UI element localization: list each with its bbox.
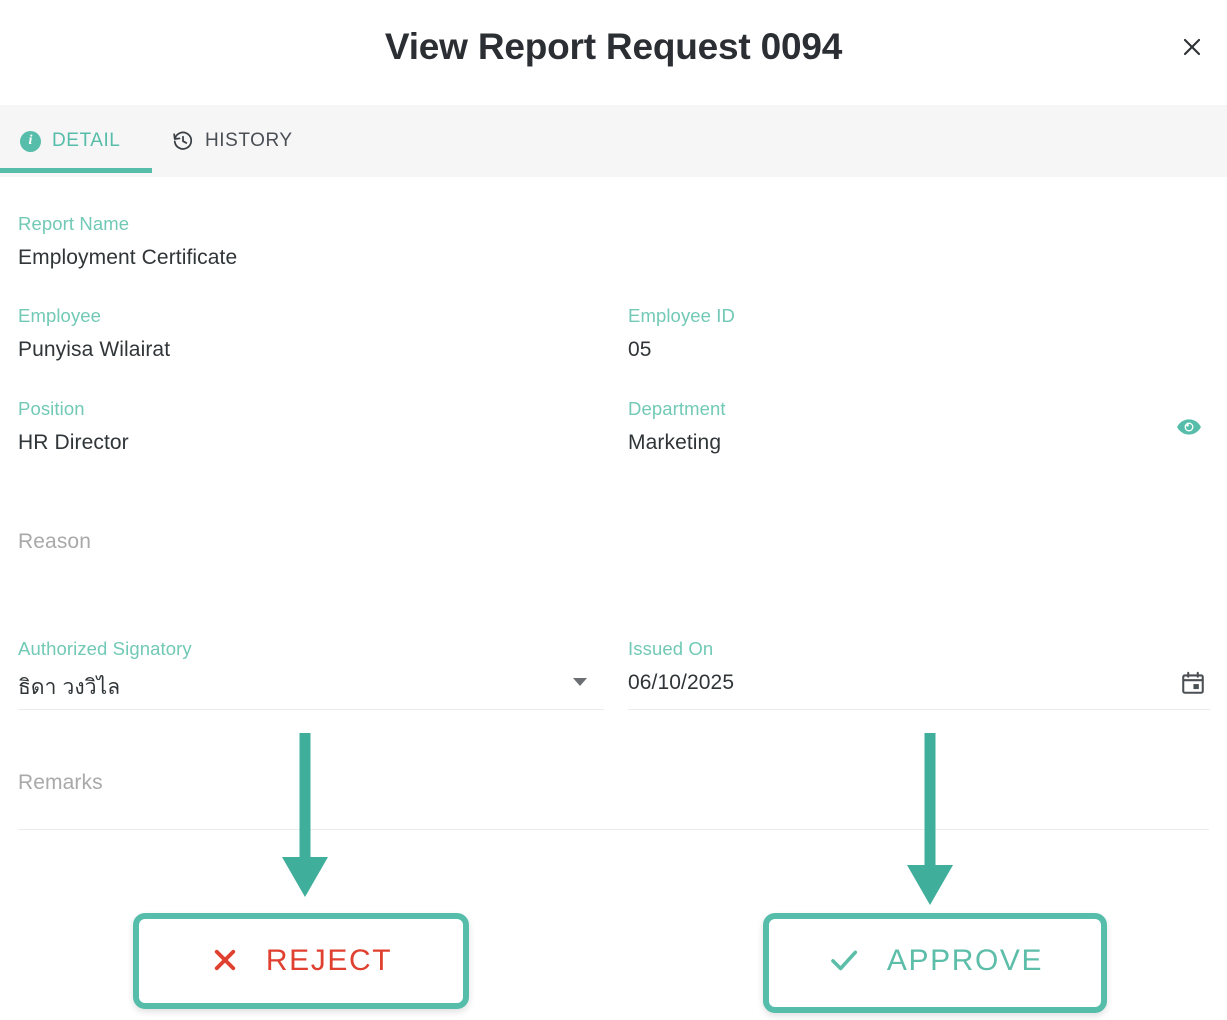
field-value-employee: Punyisa Wilairat <box>18 338 171 361</box>
dialog-header: View Report Request 0094 <box>0 0 1227 105</box>
field-label-department: Department <box>628 398 726 419</box>
field-authorized-signatory[interactable]: Authorized Signatory ธิดา วงวิไล <box>18 638 604 704</box>
approve-button[interactable]: APPROVE <box>770 920 1100 1002</box>
field-employee-id: Employee ID 05 <box>628 305 1210 362</box>
close-icon <box>1180 35 1204 59</box>
approve-button-label: APPROVE <box>886 944 1044 977</box>
field-label-position: Position <box>18 398 85 419</box>
tab-history[interactable]: HISTORY <box>152 105 313 177</box>
field-position: Position HR Director <box>18 398 604 455</box>
field-label-authorized-signatory: Authorized Signatory <box>18 638 192 659</box>
page-title: View Report Request 0094 <box>384 26 843 67</box>
field-employee: Employee Punyisa Wilairat <box>18 305 604 362</box>
field-value-authorized-signatory: ธิดา วงวิไล <box>18 676 121 699</box>
remarks-field-underline <box>18 829 1209 830</box>
issued-on-field-underline <box>628 709 1210 710</box>
field-reason[interactable]: Reason <box>18 530 604 554</box>
tab-bar: i DETAIL HISTORY <box>0 105 1227 177</box>
field-issued-on[interactable]: Issued On 06/10/2025 <box>628 638 1210 695</box>
preview-report-button[interactable] <box>1172 412 1206 446</box>
field-department: Department Marketing <box>628 398 1210 455</box>
tab-history-label: HISTORY <box>205 130 293 151</box>
signatory-field-underline <box>18 709 604 710</box>
field-value-position: HR Director <box>18 431 129 454</box>
field-remarks[interactable]: Remarks <box>18 771 604 795</box>
form-body: Report Name Employment Certificate Emplo… <box>0 177 1227 848</box>
field-placeholder-reason: Reason <box>18 530 91 553</box>
field-value-department: Marketing <box>628 431 722 454</box>
chevron-down-icon[interactable] <box>573 678 587 686</box>
eye-icon <box>1176 414 1202 445</box>
tab-detail[interactable]: i DETAIL <box>0 105 140 177</box>
x-icon <box>210 945 240 978</box>
close-button[interactable] <box>1169 24 1215 70</box>
reject-button[interactable]: REJECT <box>140 920 462 1002</box>
field-value-employee-id: 05 <box>628 338 652 361</box>
active-tab-indicator <box>0 168 152 173</box>
field-value-report-name: Employment Certificate <box>18 246 238 269</box>
tab-detail-label: DETAIL <box>52 130 121 151</box>
field-label-report-name: Report Name <box>18 213 130 234</box>
field-report-name: Report Name Employment Certificate <box>18 213 604 270</box>
reject-button-label: REJECT <box>265 944 393 977</box>
field-label-employee: Employee <box>18 305 102 326</box>
field-label-employee-id: Employee ID <box>628 305 736 326</box>
info-circle-icon: i <box>20 130 41 152</box>
field-value-issued-on: 06/10/2025 <box>628 671 735 694</box>
field-placeholder-remarks: Remarks <box>18 771 103 794</box>
history-icon <box>172 130 194 152</box>
field-label-issued-on: Issued On <box>628 638 714 659</box>
check-icon <box>827 943 861 980</box>
calendar-icon[interactable] <box>1178 668 1208 698</box>
